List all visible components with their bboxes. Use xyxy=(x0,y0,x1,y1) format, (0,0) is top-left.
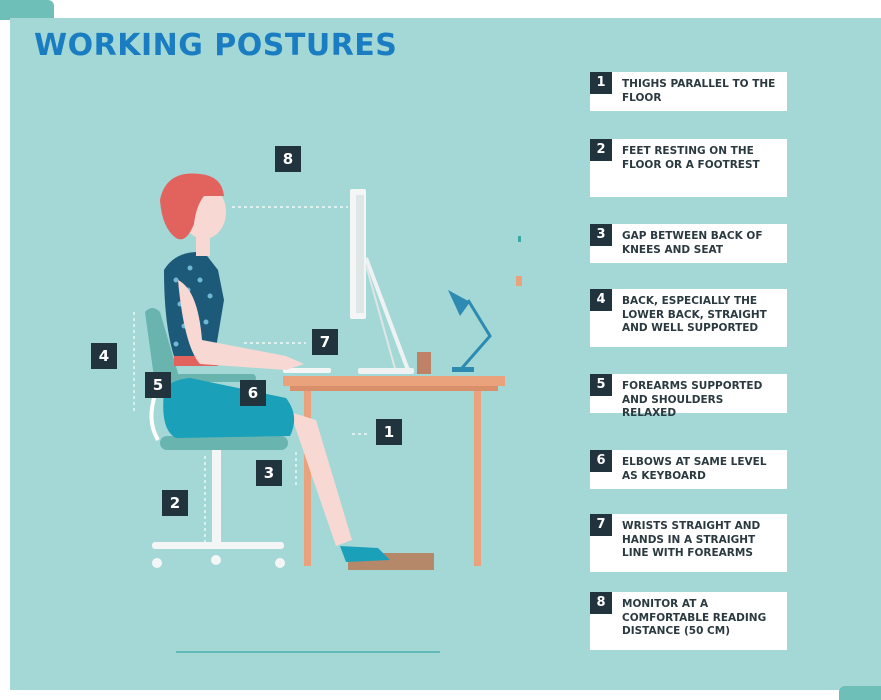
legend-item-5: 5 FOREARMS SUPPORTED AND SHOULDERS RELAX… xyxy=(590,374,787,419)
legend-text: MONITOR AT A COMFORTABLE READING DISTANC… xyxy=(622,598,767,637)
legend-item-1: 1 THIGHS PARALLEL TO THE FLOOR xyxy=(590,72,787,111)
pen-cup xyxy=(417,352,431,374)
desk xyxy=(283,376,505,566)
badge-3: 3 xyxy=(256,460,282,486)
badge-5: 5 xyxy=(145,372,171,398)
legend-number: 1 xyxy=(590,72,612,94)
badge-8: 8 xyxy=(275,146,301,172)
seated-woman xyxy=(160,173,390,562)
legend-item-8: 8 MONITOR AT A COMFORTABLE READING DISTA… xyxy=(590,592,787,650)
chair xyxy=(145,308,288,568)
legend-item-2: 2 FEET RESTING ON THE FLOOR OR A FOOTRES… xyxy=(590,139,787,197)
legend-text: FEET RESTING ON THE FLOOR OR A FOOTREST xyxy=(622,145,760,171)
legend-text: THIGHS PARALLEL TO THE FLOOR xyxy=(622,78,776,104)
legend-number: 8 xyxy=(590,592,612,614)
legend-text: WRISTS STRAIGHT AND HANDS IN A STRAIGHT … xyxy=(622,520,761,559)
badge-4: 4 xyxy=(91,343,117,369)
legend-number: 5 xyxy=(590,374,612,396)
legend-item-7: 7 WRISTS STRAIGHT AND HANDS IN A STRAIGH… xyxy=(590,514,787,572)
legend-number: 6 xyxy=(590,450,612,472)
legend-item-6: 6 ELBOWS AT SAME LEVEL AS KEYBOARD xyxy=(590,450,787,489)
legend-text: ELBOWS AT SAME LEVEL AS KEYBOARD xyxy=(622,456,767,482)
badge-2: 2 xyxy=(162,490,188,516)
legend-number: 7 xyxy=(590,514,612,536)
legend-number: 3 xyxy=(590,224,612,246)
corner-tab-top xyxy=(0,0,54,20)
legend-number: 4 xyxy=(590,289,612,311)
legend-item-3: 3 GAP BETWEEN BACK OF KNEES AND SEAT xyxy=(590,224,787,263)
badge-6: 6 xyxy=(240,380,266,406)
legend-text: FOREARMS SUPPORTED AND SHOULDERS RELAXED xyxy=(622,380,763,419)
corner-tab-bottom xyxy=(839,686,881,700)
badge-7: 7 xyxy=(312,329,338,355)
monitor xyxy=(350,189,414,374)
legend-number: 2 xyxy=(590,139,612,161)
measure-guides xyxy=(133,206,370,542)
badge-1: 1 xyxy=(376,419,402,445)
page-title: WORKING POSTURES xyxy=(34,28,398,63)
desk-lamp xyxy=(448,290,492,372)
legend-text: GAP BETWEEN BACK OF KNEES AND SEAT xyxy=(622,230,763,256)
legend-item-4: 4 BACK, ESPECIALLY THE LOWER BACK, STRAI… xyxy=(590,289,787,347)
keyboard xyxy=(283,368,331,373)
legend-text: BACK, ESPECIALLY THE LOWER BACK, STRAIGH… xyxy=(622,295,767,334)
